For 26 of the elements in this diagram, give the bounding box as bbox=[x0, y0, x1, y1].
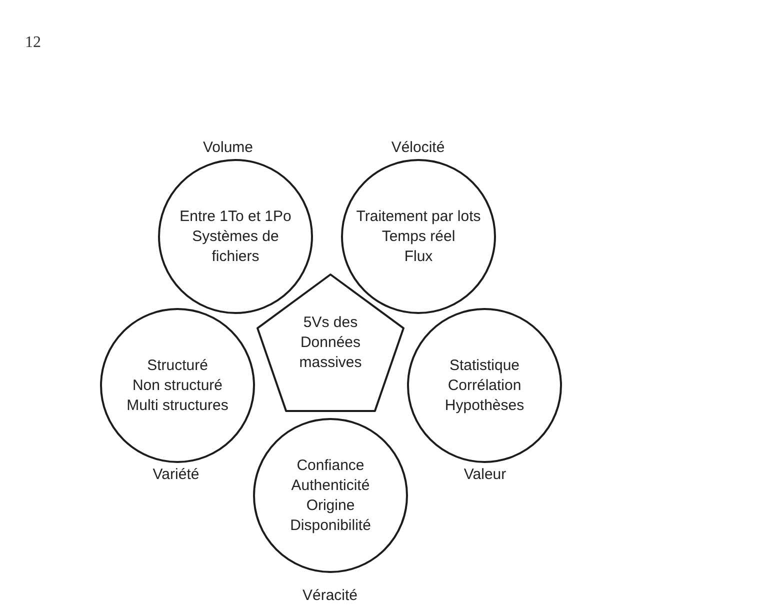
page-number: 12 bbox=[25, 34, 41, 52]
category-label: Véracité bbox=[302, 587, 358, 605]
category-label: Volume bbox=[202, 139, 254, 157]
feature-text: Multi structures bbox=[126, 396, 228, 416]
category-circle bbox=[100, 308, 255, 463]
feature-text: Hypothèses bbox=[444, 396, 524, 416]
feature-text: Temps réel bbox=[382, 226, 456, 246]
category-circle bbox=[253, 418, 408, 573]
feature-text: Non structuré bbox=[132, 376, 223, 396]
feature-text: Flux bbox=[404, 246, 433, 266]
feature-text: Structuré bbox=[147, 356, 208, 376]
feature-text: Origine bbox=[306, 496, 355, 516]
feature-text: Entre 1To et 1Po bbox=[180, 206, 292, 226]
category-label: Vélocité bbox=[391, 139, 445, 157]
feature-text: Authenticité bbox=[291, 476, 370, 496]
feature-text: Traitement par lots bbox=[356, 206, 481, 226]
feature-text: Corrélation bbox=[448, 376, 522, 396]
title-text: 5Vs des Données massives bbox=[298, 312, 363, 372]
category-label: Variété bbox=[152, 466, 200, 484]
category-label: Valeur bbox=[464, 466, 506, 484]
feature-text: Confiance bbox=[296, 456, 364, 476]
feature-text: Disponibilité bbox=[290, 516, 371, 536]
feature-text: Statistique bbox=[449, 356, 520, 376]
category-circle bbox=[407, 308, 562, 463]
feature-text: Systèmes de fichiers bbox=[191, 226, 280, 266]
center-pentagon bbox=[254, 271, 407, 414]
